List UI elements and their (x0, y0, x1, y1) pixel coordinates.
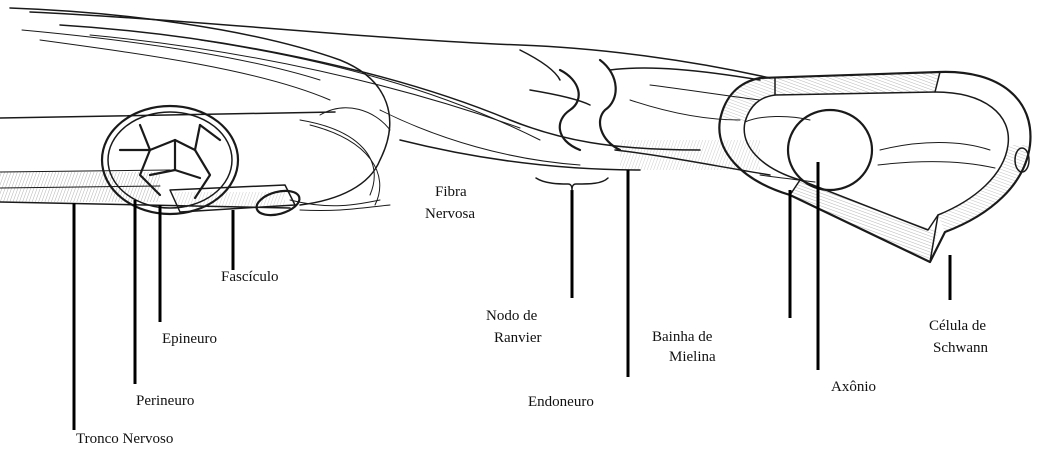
label-fasciculo: Fascículo (221, 269, 279, 285)
label-fibra-nervosa-line1: Fibra (435, 184, 467, 200)
label-tronco-nervoso: Tronco Nervoso (76, 431, 173, 447)
label-perineuro: Perineuro (136, 393, 194, 409)
label-bainha-de-mielina-line2: Mielina (669, 349, 716, 365)
label-nodo-de-ranvier-line1: Nodo de (486, 308, 538, 324)
label-celula-de-schwann-line1: Célula de (929, 318, 986, 334)
label-epineuro: Epineuro (162, 331, 217, 347)
label-endoneuro: Endoneuro (528, 394, 594, 410)
schwann-cell-section (719, 72, 1030, 262)
label-bainha-de-mielina-line1: Bainha de (652, 329, 713, 345)
fascicle-illustration (170, 185, 302, 219)
label-celula-de-schwann-line2: Schwann (933, 340, 988, 356)
label-fibra-nervosa-line2: Nervosa (425, 206, 475, 222)
label-nodo-de-ranvier-line2: Ranvier (494, 330, 541, 346)
label-axonio: Axônio (831, 379, 876, 395)
